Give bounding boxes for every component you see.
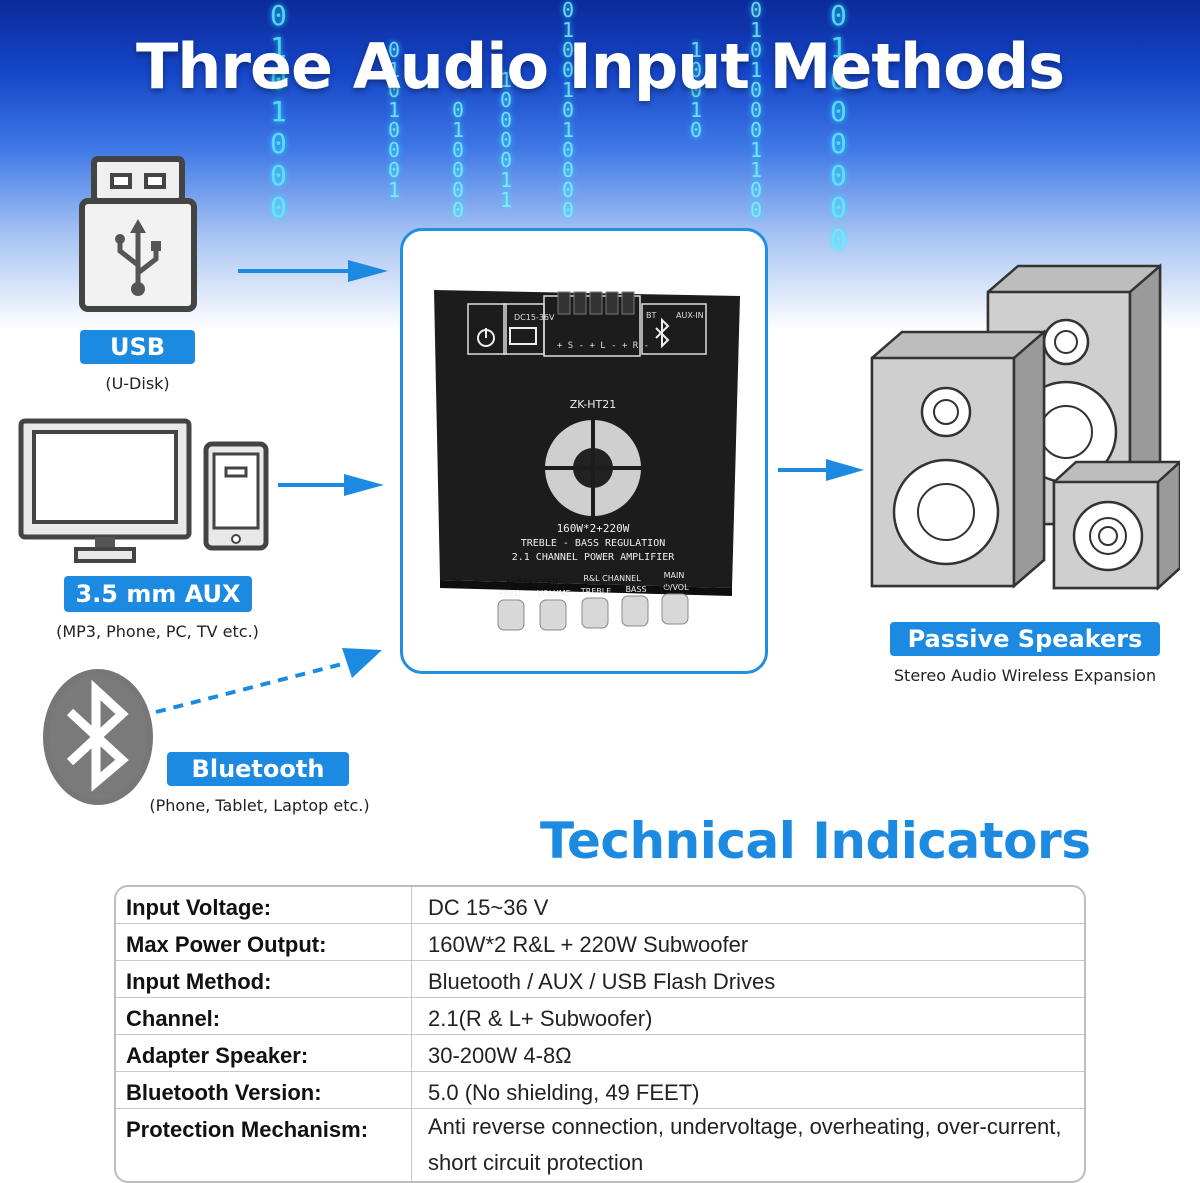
terminal-labels: + S - + L - + R - (557, 341, 649, 351)
subwoofer-group-label: SUBWOOFER (506, 578, 558, 587)
spec-key: Channel: (116, 998, 412, 1034)
table-row: Adapter Speaker: 30-200W 4-8Ω (116, 1035, 1084, 1072)
table-row: Input Voltage: DC 15~36 V (116, 887, 1084, 924)
channel-label: 2.1 CHANNEL POWER AMPLIFIER (512, 552, 676, 563)
rl-group-label: R&L CHANNEL (583, 574, 641, 583)
spec-key: Protection Mechanism: (116, 1109, 412, 1181)
binary-stream-decoration: 0 1 0 0 1 0 1 0 0 0 0 (562, 0, 575, 222)
binary-stream-decoration: 0 1 0 0 0 0 (452, 98, 465, 222)
spec-table: Input Voltage: DC 15~36 V Max Power Outp… (114, 885, 1086, 1183)
binary-stream-decoration: 0 1 0 1 0 0 0 1 1 0 0 (750, 0, 763, 222)
arrow-right-icon (238, 260, 388, 282)
spec-key: Max Power Output: (116, 924, 412, 960)
arrow-right-icon (778, 459, 864, 481)
table-row: Max Power Output: 160W*2 R&L + 220W Subw… (116, 924, 1084, 961)
binary-stream-decoration: 1 0 0 1 0 (690, 38, 703, 142)
knob-label: VOLUME (537, 589, 571, 598)
page-title: Three Audio Input Methods (136, 30, 1065, 103)
spec-value: Bluetooth / AUX / USB Flash Drives (428, 969, 776, 994)
table-row: Input Method: Bluetooth / AUX / USB Flas… (116, 961, 1084, 998)
aux-label: 3.5 mm AUX (64, 576, 252, 612)
passive-speakers-label: Passive Speakers (890, 622, 1160, 656)
dashed-arrow-icon (155, 648, 382, 714)
regulation-label: TREBLE - BASS REGULATION (521, 538, 666, 549)
model-label: ZK-HT21 (570, 398, 617, 411)
spec-value: 2.1(R & L+ Subwoofer) (428, 1006, 653, 1031)
amplifier-board-image: + S - + L - + R - DC15-36V BT AUX-IN ZK-… (434, 290, 740, 631)
power-label: 160W*2+220W (557, 522, 630, 535)
usb-drive-icon (79, 156, 197, 312)
binary-stream-decoration: 0 1 0 1 0 0 0 1 (388, 38, 401, 202)
table-row: Protection Mechanism: Anti reverse conne… (116, 1109, 1084, 1181)
spec-value: Anti reverse connection, undervoltage, o… (428, 1114, 1062, 1175)
aux-in-label: AUX-IN (676, 311, 704, 320)
arrow-right-icon (278, 474, 384, 496)
knob-label: ⏻/VOL (663, 583, 689, 592)
spec-key: Adapter Speaker: (116, 1035, 412, 1071)
monitor-phone-icon (18, 418, 269, 563)
spec-value: DC 15~36 V (428, 895, 549, 920)
bluetooth-sublabel: (Phone, Tablet, Laptop etc.) (149, 796, 370, 815)
speakers-icon (870, 263, 1180, 591)
table-row: Channel: 2.1(R & L+ Subwoofer) (116, 998, 1084, 1035)
binary-stream-decoration: 0 1 0 0 0 0 0 0 (830, 0, 847, 256)
spec-key: Input Method: (116, 961, 412, 997)
knob-label: TREBLE (580, 587, 612, 596)
spec-key: Bluetooth Version: (116, 1072, 412, 1108)
dc-label: DC15-36V (514, 313, 555, 322)
binary-stream-decoration: 0 1 0 1 0 0 0 (270, 0, 287, 224)
tech-title: Technical Indicators (540, 812, 1091, 870)
table-row: Bluetooth Version: 5.0 (No shielding, 49… (116, 1072, 1084, 1109)
spec-value: 5.0 (No shielding, 49 FEET) (428, 1080, 700, 1105)
usb-label: USB (80, 330, 195, 364)
aux-sublabel: (MP3, Phone, PC, TV etc.) (56, 622, 259, 641)
spec-value: 30-200W 4-8Ω (428, 1043, 572, 1068)
bluetooth-label: Bluetooth (167, 752, 349, 786)
spec-key: Input Voltage: (116, 887, 412, 923)
knob-label: FREQ (499, 589, 521, 598)
knob-label: BASS (625, 585, 646, 594)
spec-value: 160W*2 R&L + 220W Subwoofer (428, 932, 749, 957)
binary-stream-decoration: 1 0 0 0 0 1 1 (500, 68, 513, 212)
bluetooth-icon (43, 669, 153, 805)
usb-sublabel: (U-Disk) (105, 374, 170, 393)
main-group-label: MAIN (664, 571, 685, 580)
bt-label: BT (646, 311, 656, 320)
passive-speakers-sublabel: Stereo Audio Wireless Expansion (893, 666, 1157, 685)
